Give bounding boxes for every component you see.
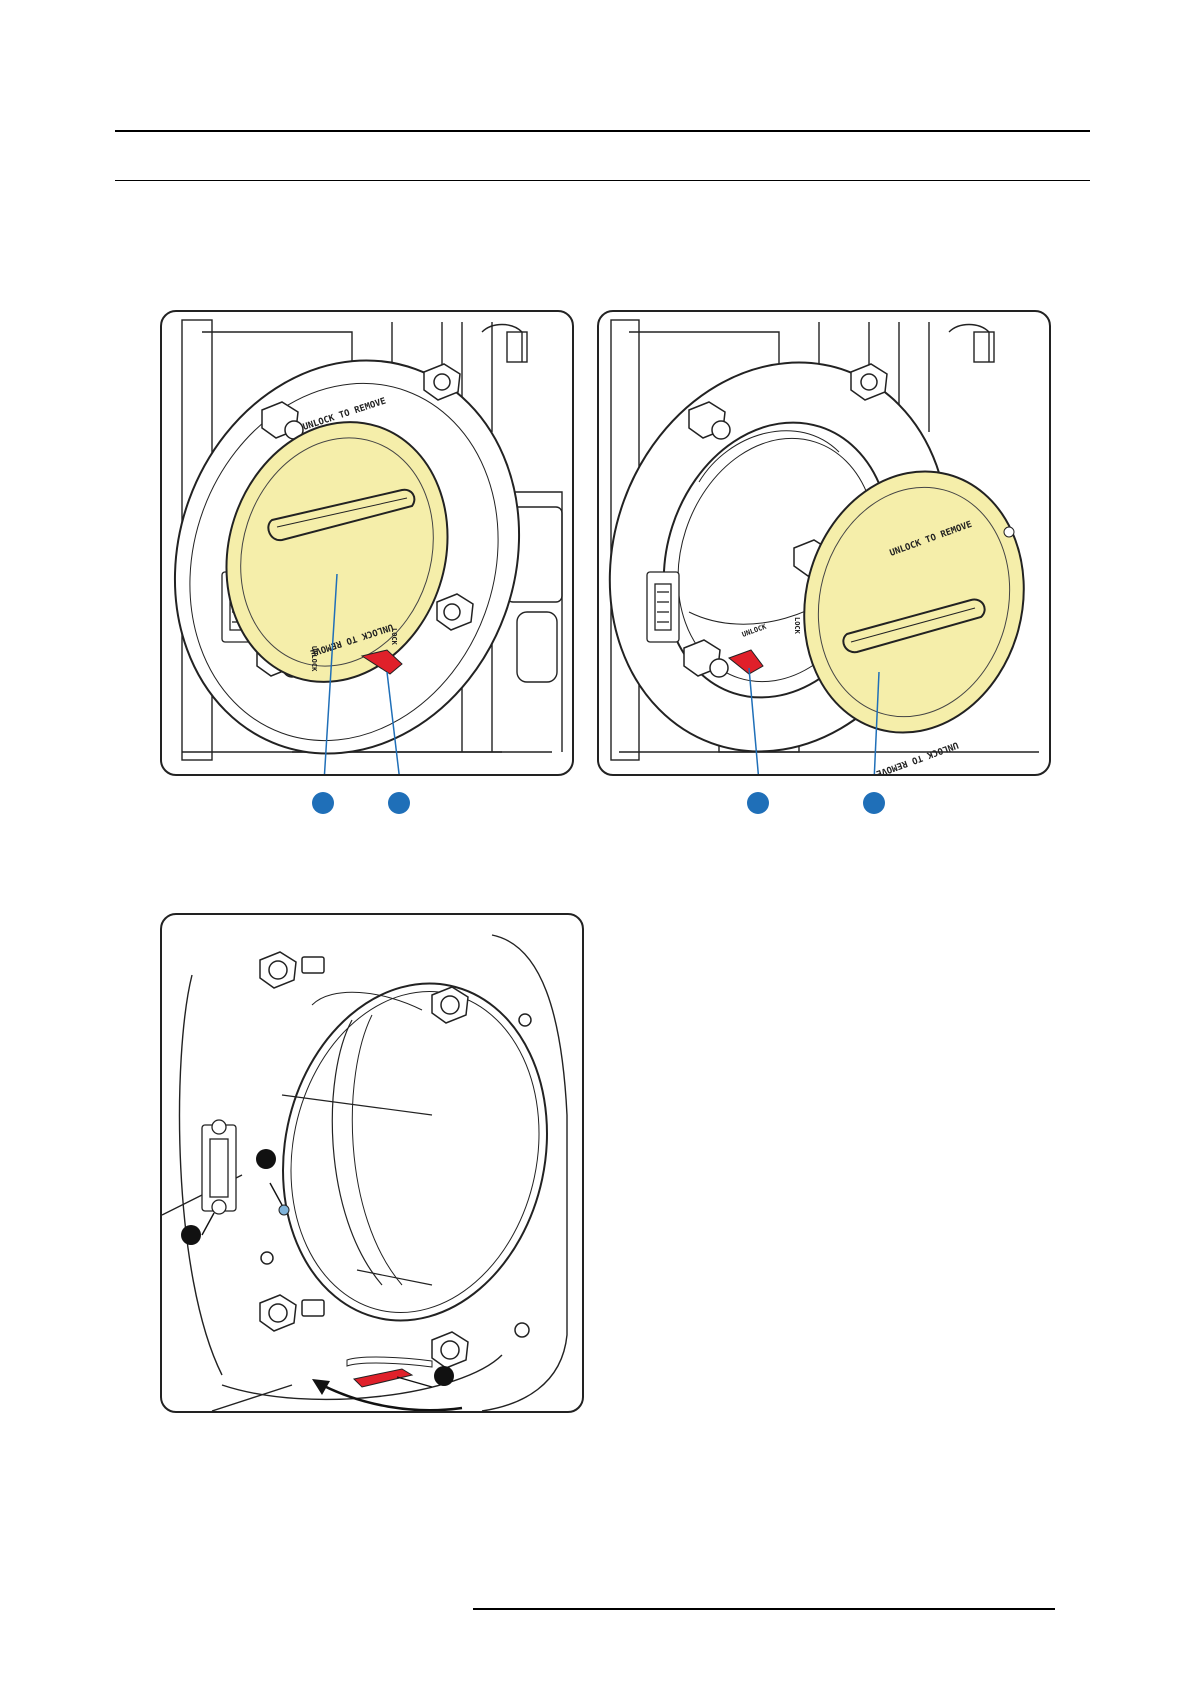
figure-cover-locked: UNLOCK TO REMOVE UNLOCK TO REMOVE UNLOCK… xyxy=(160,310,574,776)
header-rule-bottom xyxy=(115,180,1090,181)
figure-cover-removed: UNLOCK LOCK UNLOCK TO REMOVE UNLOCK TO R… xyxy=(597,310,1051,776)
lever-label-lock: LOCK xyxy=(793,617,801,635)
lens-holder-illustration xyxy=(162,915,582,1411)
callout-cover-2 xyxy=(863,792,885,814)
cover-locked-illustration: UNLOCK TO REMOVE UNLOCK TO REMOVE UNLOCK… xyxy=(162,312,572,774)
cover-removed-illustration: UNLOCK LOCK UNLOCK TO REMOVE UNLOCK TO R… xyxy=(599,312,1049,774)
figure-lens-holder-detail xyxy=(160,913,584,1413)
footer-rule xyxy=(473,1608,1055,1610)
cover-text-bottom: UNLOCK TO REMOVE xyxy=(874,739,959,774)
callout-lever-2 xyxy=(747,792,769,814)
callout-connector xyxy=(181,1225,201,1245)
callout-lever-3 xyxy=(434,1366,454,1386)
lever-label-lock: LOCK xyxy=(390,628,398,646)
lever-label-unlock: UNLOCK xyxy=(310,646,318,672)
header-rule-top xyxy=(115,130,1090,132)
callout-lever-1 xyxy=(388,792,410,814)
callout-cover-1 xyxy=(312,792,334,814)
callout-pin xyxy=(256,1149,276,1169)
